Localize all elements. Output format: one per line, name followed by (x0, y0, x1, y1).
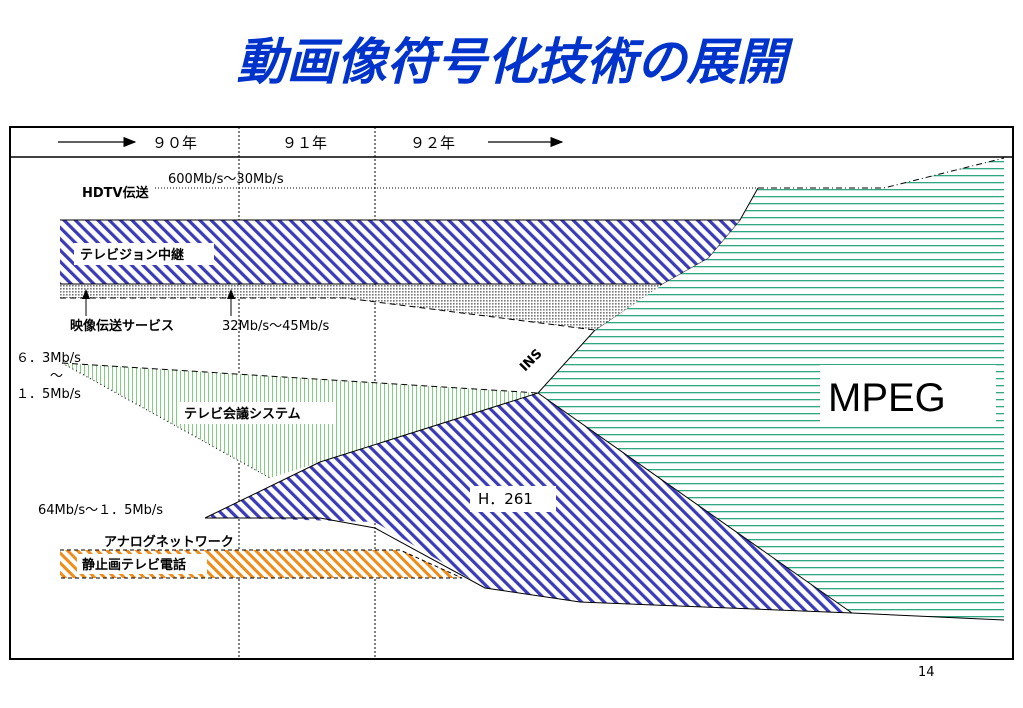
video-rate-label: 32Mb/s～45Mb/s (222, 319, 330, 334)
video-service-band (60, 285, 662, 330)
hdtv-label: HDTV伝送 (82, 185, 150, 201)
h261-label-box (470, 486, 556, 512)
h261-rate-label: 64Mb/s～１．5Mb/s (38, 503, 163, 518)
tv-relay-band (60, 220, 740, 284)
tv-relay-label-bg (74, 243, 214, 265)
hdtv-top-border (758, 157, 1005, 189)
mpeg-region (538, 158, 1004, 620)
hdtv-rate-label: 600Mb/s～30Mb/s (168, 172, 284, 187)
still-tv-phone-border (60, 549, 463, 579)
tv-conference-label-bg (178, 402, 334, 424)
video-service-bottom-border (60, 297, 596, 331)
h261-bottom-border (205, 517, 853, 614)
h261-label: H．261 (478, 490, 533, 508)
conference-rate-top: ６．3Mb/s (16, 351, 81, 366)
mpeg-label-box (820, 365, 996, 423)
diagram-frame (9, 126, 1014, 660)
page-title: 動画像符号化技術の展開 (236, 33, 787, 91)
ins-label: INS (517, 346, 545, 374)
still-tv-phone-label-bg (77, 554, 207, 574)
analog-network-label: アナログネットワーク (104, 534, 234, 550)
year-label-91: ９１年 (282, 134, 327, 152)
page-number: 14 (918, 665, 935, 680)
video-service-label: 映像伝送サービス (70, 318, 174, 334)
tv-relay-label: テレビジョン中継 (80, 247, 184, 263)
year-label-90: ９０年 (152, 134, 197, 152)
tv-conference-label: テレビ会議システム (184, 406, 301, 422)
conference-rate-bottom: １．5Mb/s (16, 387, 81, 402)
year-label-92: ９２年 (410, 134, 455, 152)
still-tv-phone-label: 静止画テレビ電話 (82, 557, 186, 573)
h261-top-border (204, 392, 853, 614)
conference-rate-tilde: ～ (50, 369, 63, 384)
mpeg-label: MPEG (828, 376, 946, 420)
mpeg-bottom-border (851, 612, 1005, 621)
